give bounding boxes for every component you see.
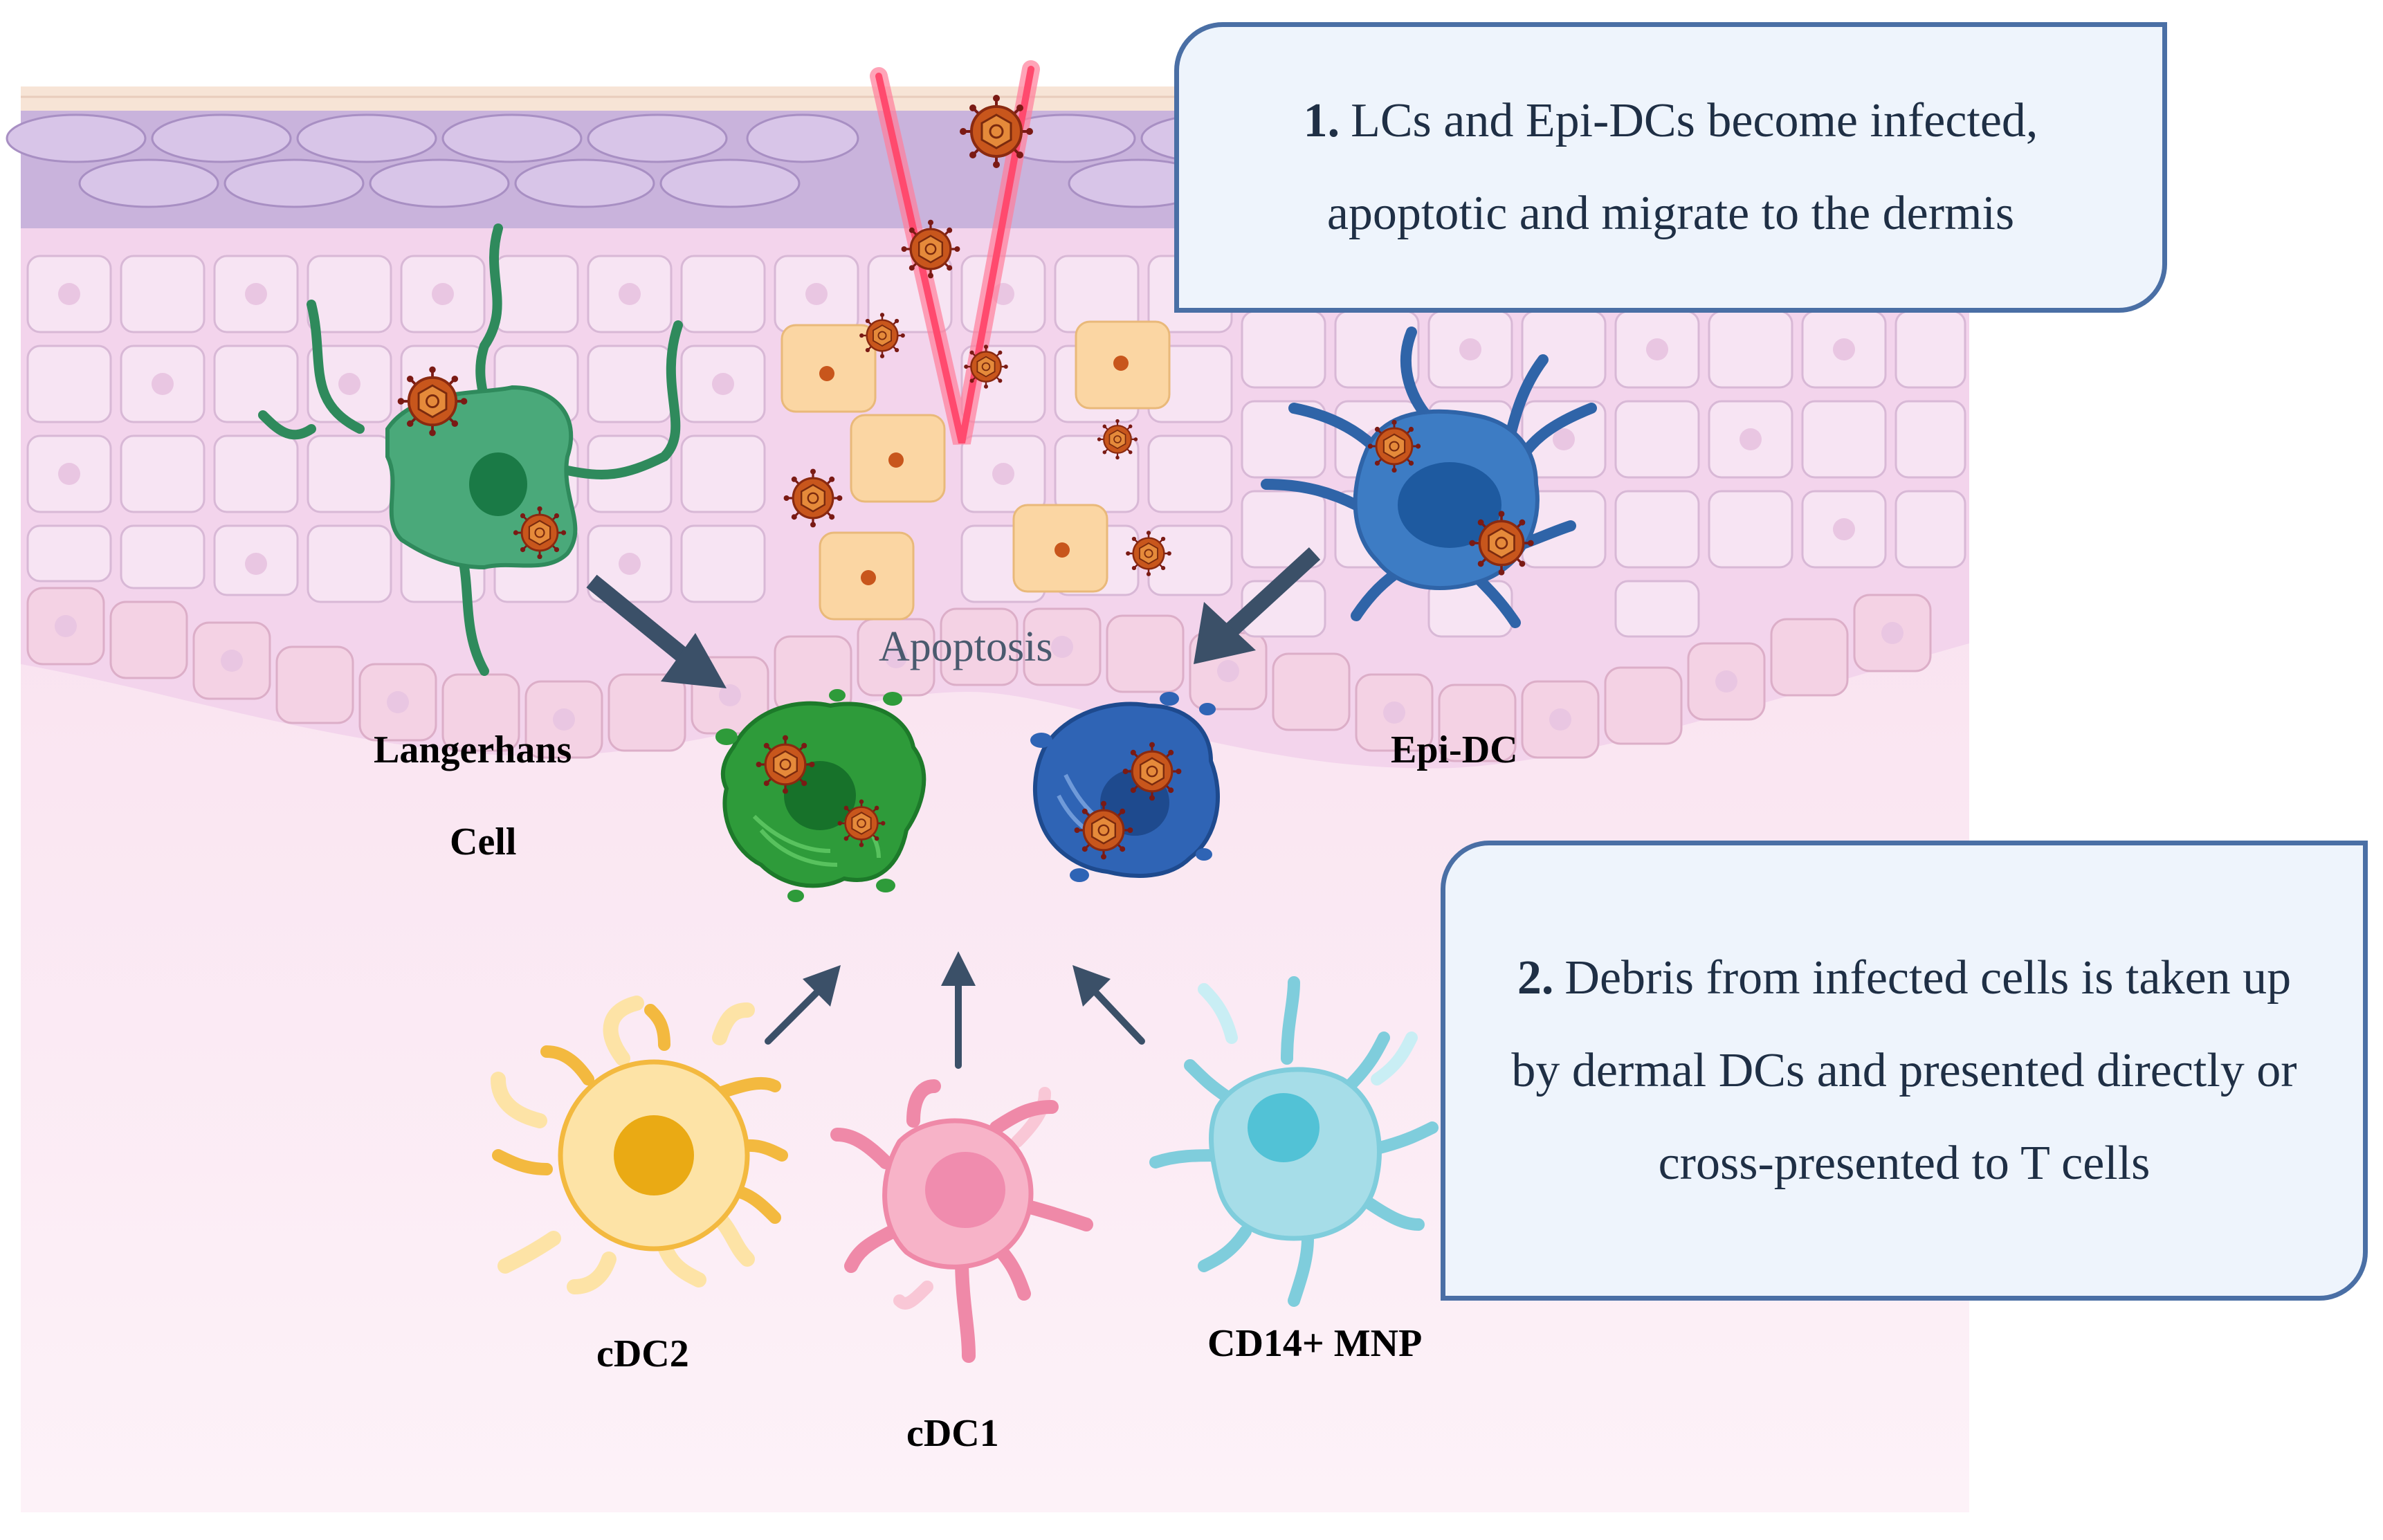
epi-dc-label: Epi-DC bbox=[1391, 728, 1518, 771]
keratinocyte-nuclei bbox=[55, 283, 1903, 731]
langerhans-label-line2: Cell bbox=[450, 821, 517, 863]
callout-1-body: LCs and Epi-DCs become infected, apoptot… bbox=[1326, 94, 2038, 240]
cdc2-label: cDC2 bbox=[596, 1332, 689, 1375]
callout-2-text: 2.Debris from infected cells is taken up… bbox=[1494, 932, 2314, 1210]
apoptosis-label: Apoptosis bbox=[879, 623, 1053, 670]
langerhans-label-line1: Langerhans bbox=[374, 728, 572, 771]
cdc1-label: cDC1 bbox=[906, 1412, 999, 1455]
callout-2-number: 2. bbox=[1517, 951, 1554, 1005]
migration-arrows bbox=[586, 547, 1321, 664]
callout-1-number: 1. bbox=[1303, 94, 1340, 147]
cdc2-cell bbox=[491, 996, 788, 1294]
callout-box-2: 2.Debris from infected cells is taken up… bbox=[1441, 841, 2368, 1301]
cd14-mnp-cell bbox=[1149, 976, 1439, 1307]
callout-box-1: 1.LCs and Epi-DCs become infected, apopt… bbox=[1174, 22, 2167, 313]
callout-1-text: 1.LCs and Epi-DCs become infected, apopt… bbox=[1221, 75, 2121, 260]
cdc1-cell bbox=[830, 1079, 1093, 1363]
cd14-mnp-label: CD14+ MNP bbox=[1207, 1322, 1423, 1365]
callout-2-body: Debris from infected cells is taken up b… bbox=[1511, 951, 2297, 1190]
